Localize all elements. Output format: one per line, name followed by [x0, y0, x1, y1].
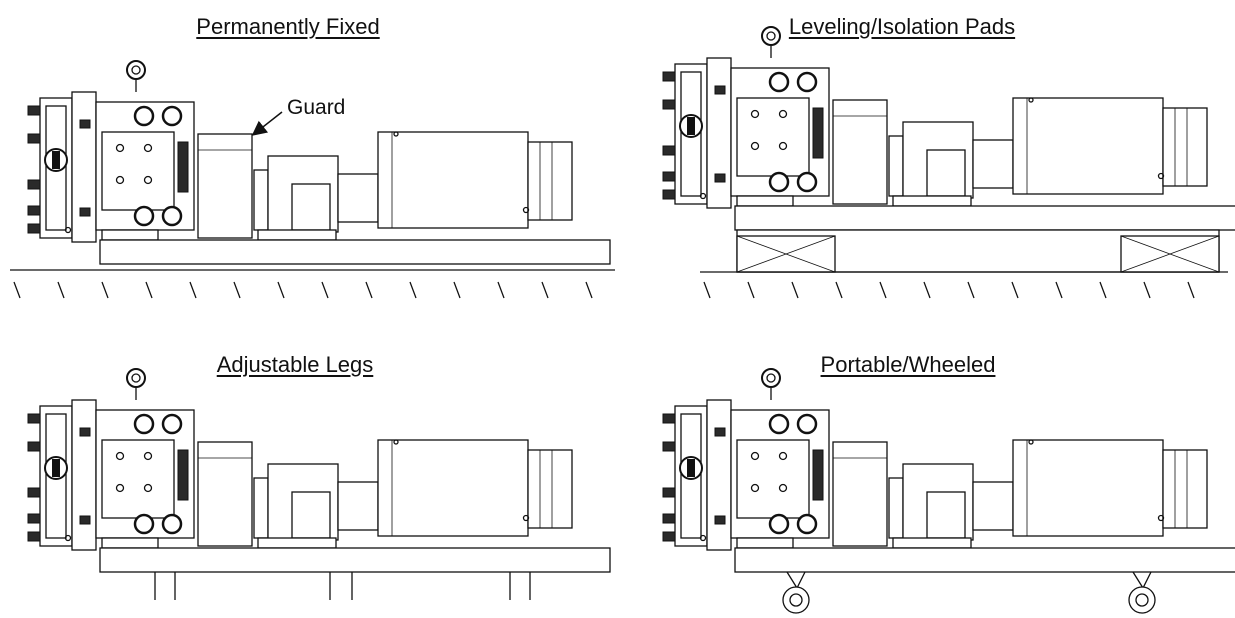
panel-title-pads: Leveling/Isolation Pads: [788, 14, 1016, 39]
wheels: [782, 571, 1156, 614]
isolation-pads: [736, 229, 1220, 273]
panel-title-fixed: Permanently Fixed: [196, 14, 380, 39]
floor-hatching-fixed: [13, 281, 593, 299]
pump-assembly-legs: [26, 367, 612, 574]
guard-callout-label: Guard: [287, 96, 346, 119]
pump-assembly-fixed: [26, 59, 612, 266]
floor-hatching-pads: [703, 281, 1195, 299]
pump-assembly-pads: [661, 25, 1235, 232]
adjustable-legs: [154, 572, 531, 600]
panel-title-wheeled: Portable/Wheeled: [820, 352, 996, 377]
guard-arrow: [251, 111, 283, 136]
pump-assembly-wheeled: [661, 367, 1235, 574]
panel-title-legs: Adjustable Legs: [216, 352, 374, 377]
